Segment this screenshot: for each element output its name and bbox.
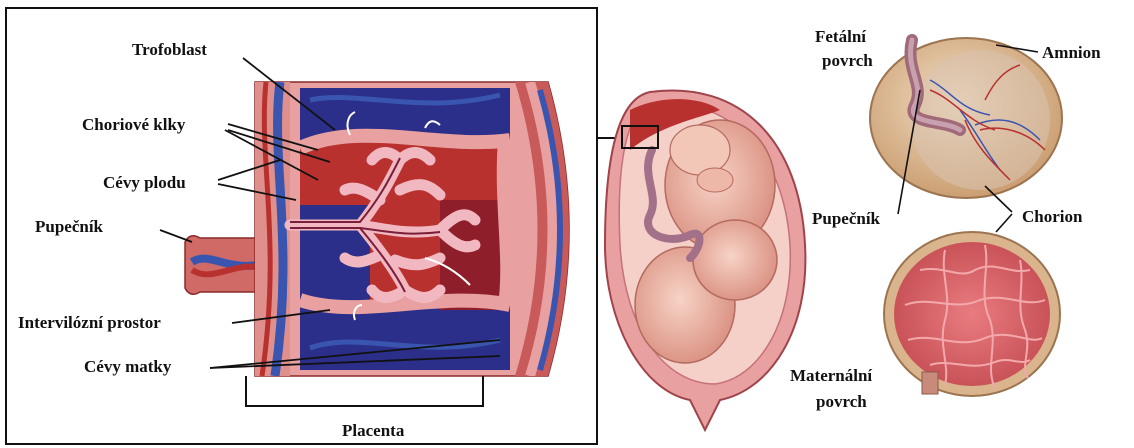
label-fetalni-line2: povrch — [822, 51, 873, 70]
label-cevy-matky: Cévy matky — [84, 357, 172, 376]
placenta-cross-section — [185, 82, 600, 406]
label-amnion: Amnion — [1042, 43, 1101, 62]
label-chorion: Chorion — [1022, 207, 1083, 226]
label-pupecnik-right: Pupečník — [812, 209, 881, 228]
label-placenta: Placenta — [342, 421, 405, 440]
uterus-with-fetus — [605, 90, 805, 430]
maternal-surface-disc — [884, 232, 1060, 396]
label-maternalni-line2: povrch — [816, 392, 867, 411]
label-pupecnik-left: Pupečník — [35, 217, 104, 236]
label-intervilozni-prostor: Intervilózní prostor — [18, 313, 161, 332]
label-trofoblast: Trofoblast — [132, 40, 207, 59]
label-maternalni-line1: Maternální — [790, 366, 872, 385]
fetal-surface-disc — [870, 38, 1062, 198]
label-fetalni-line1: Fetální — [815, 27, 866, 46]
label-cevy-plodu: Cévy plodu — [103, 173, 186, 192]
label-choriove-klky: Choriové klky — [82, 115, 186, 134]
